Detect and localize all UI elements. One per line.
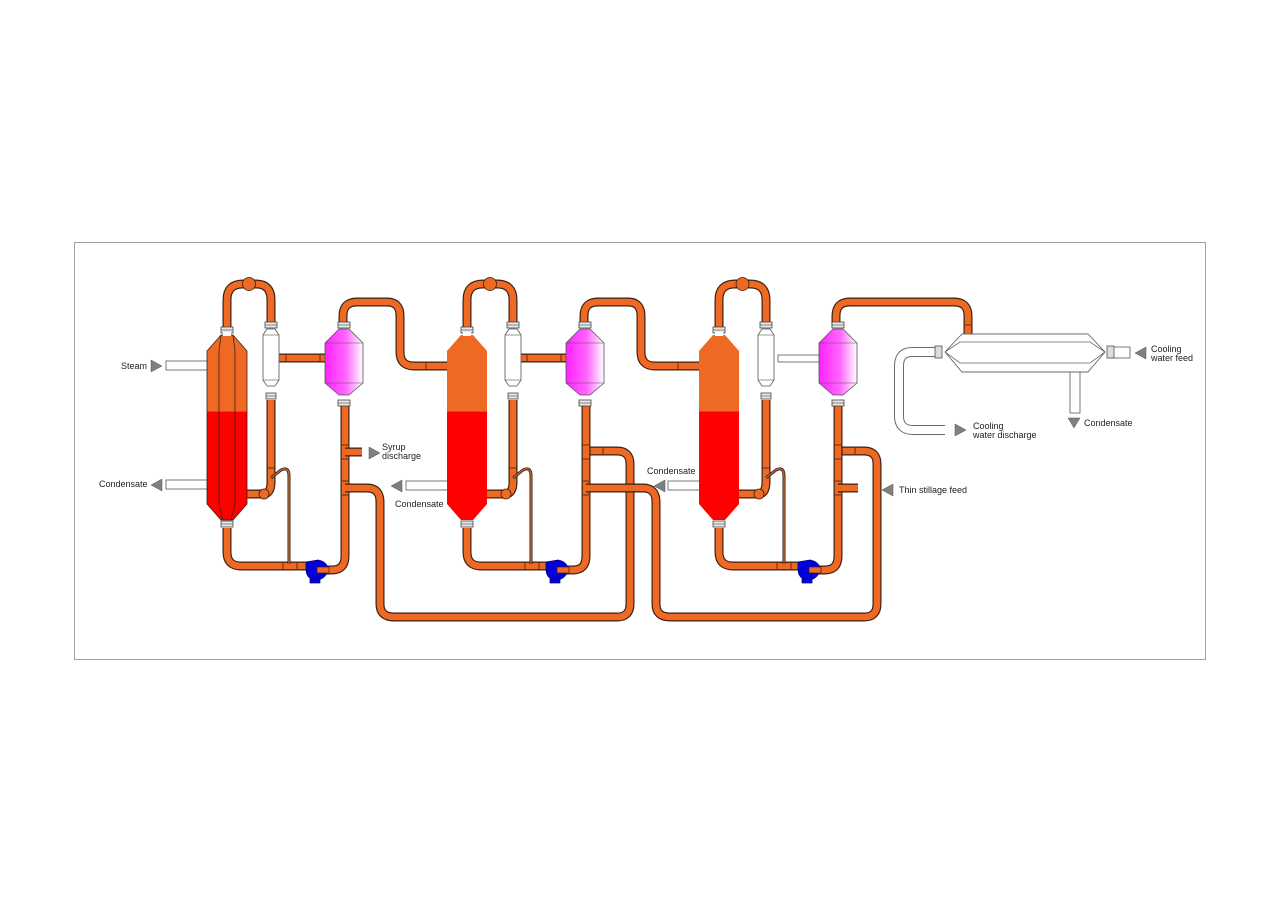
flow-arrows (150, 346, 1147, 497)
pump-2-icon (545, 559, 570, 584)
condensate-outlet-arrow-icon (653, 479, 666, 493)
steam-inlet-pipe (165, 360, 209, 371)
label-thin-stillage-feed: Thin stillage feed (899, 485, 967, 495)
condensate-outlet-pipe-2 (405, 480, 449, 491)
evaporator-vapor-section (447, 335, 487, 412)
evaporator-effect-3 (699, 277, 750, 528)
syrup-discharge-arrow-icon (368, 446, 381, 460)
label-syrup-discharge-1: Syrup (382, 442, 406, 452)
elbow-node (500, 488, 512, 500)
label-cooling-water-feed-2: water feed (1150, 353, 1193, 363)
pipe-recycle-2 (586, 446, 882, 622)
evaporator-effect-1 (206, 277, 256, 528)
pipe-sep2-to-effect3 (579, 297, 700, 371)
condensate-outlet-pipe-1 (165, 479, 209, 490)
preheater-body (504, 328, 522, 387)
evaporator-liquid-section (207, 411, 247, 520)
pipe-pump1-up (318, 404, 350, 575)
pump-outlet (556, 566, 570, 574)
pump-3-icon (797, 559, 822, 584)
separator-body (324, 328, 364, 396)
evaporator-neck (223, 332, 231, 336)
label-syrup-discharge-2: discharge (382, 451, 421, 461)
pump-1-icon (305, 559, 330, 584)
vapor-loop-node (242, 277, 256, 291)
vapor-loop-node (735, 277, 750, 291)
cooling-water-discharge-pipe (894, 347, 945, 435)
thin-stillage-feed-arrow-icon (881, 483, 894, 497)
pumps (305, 559, 822, 584)
separators (324, 321, 858, 407)
preheater-1 (258, 321, 280, 500)
elbow-node (753, 488, 765, 500)
pipe-heater2-down (487, 400, 518, 499)
pipe-joints (267, 324, 971, 569)
condenser-condensate-pipe (1069, 371, 1081, 414)
evaporator-liquid-section (699, 411, 739, 520)
separator-1 (324, 321, 364, 407)
evaporator-tube-line (230, 334, 236, 521)
evaporator-neck (463, 332, 471, 336)
pipe-sep3-to-condenser (831, 297, 973, 334)
condenser-condensate-arrow-icon (1067, 417, 1081, 429)
evaporator-vapor-section (207, 335, 247, 412)
evaporators (206, 277, 750, 528)
pump-outlet (808, 566, 822, 574)
separator-3 (818, 321, 858, 407)
pipe-sep1-to-effect2 (338, 297, 448, 371)
separator-2 (565, 321, 605, 407)
heater3-to-sep3-white-pipe (777, 354, 821, 363)
cooling-water-feed-arrow-icon (1134, 346, 1147, 360)
pipe-effect3-bottom-to-pump3 (714, 528, 804, 571)
condenser-flange-right (1106, 345, 1115, 359)
pipe-effect2-bottom-to-pump2 (462, 528, 552, 571)
condensate-outlet-arrow-icon (150, 478, 163, 492)
label-steam: Steam (121, 361, 147, 371)
pipe-effect1-bottom-to-pump1 (222, 528, 310, 571)
preheater-body (757, 328, 775, 387)
label-condensate-2: Condensate (395, 499, 444, 509)
pipe-recycle-1 (345, 446, 635, 622)
pipe-pump2-up (560, 404, 591, 575)
vapor-loop-node (483, 277, 497, 291)
evaporator-tube-line (218, 334, 224, 521)
preheater-2 (500, 321, 522, 500)
label-cooling-water-discharge-1: Cooling (973, 421, 1004, 431)
preheater-body (262, 328, 280, 387)
pipe-pump3-up (812, 404, 843, 575)
evaporator-liquid-section (447, 411, 487, 520)
pump-outlet (316, 566, 330, 574)
separator-body (565, 328, 605, 396)
stream-labels: Steam Condensate Syrup discharge Condens… (99, 344, 1193, 509)
steam-inlet-arrow-icon (150, 359, 163, 373)
label-cooling-water-feed-1: Cooling (1151, 344, 1182, 354)
separator-body (818, 328, 858, 396)
preheater-3 (753, 321, 775, 500)
condensate-outlet-arrow-icon (390, 479, 403, 493)
cooling-water-discharge-arrow-icon (954, 423, 967, 437)
label-condensate-1: Condensate (99, 479, 148, 489)
white-pipes (165, 346, 1131, 491)
evaporator-effect-2 (447, 277, 497, 528)
evaporator-vapor-section (699, 335, 739, 412)
pipe-heater3-down (739, 400, 771, 499)
condenser-shell (944, 333, 1106, 373)
elbow-node (258, 488, 270, 500)
preheaters (258, 321, 775, 500)
label-condenser-condensate: Condensate (1084, 418, 1133, 428)
evaporator-outline (206, 334, 248, 521)
pump-base (309, 578, 321, 584)
condensate-outlet-pipe-3 (667, 480, 701, 491)
condenser (934, 333, 1115, 373)
vent-lines (270, 467, 786, 564)
evaporator-neck (715, 332, 723, 336)
label-condensate-3: Condensate (647, 466, 696, 476)
pump-base (801, 578, 813, 584)
pump-base (549, 578, 561, 584)
label-cooling-water-discharge-2: water discharge (972, 430, 1037, 440)
condenser-flange-left (934, 345, 943, 359)
